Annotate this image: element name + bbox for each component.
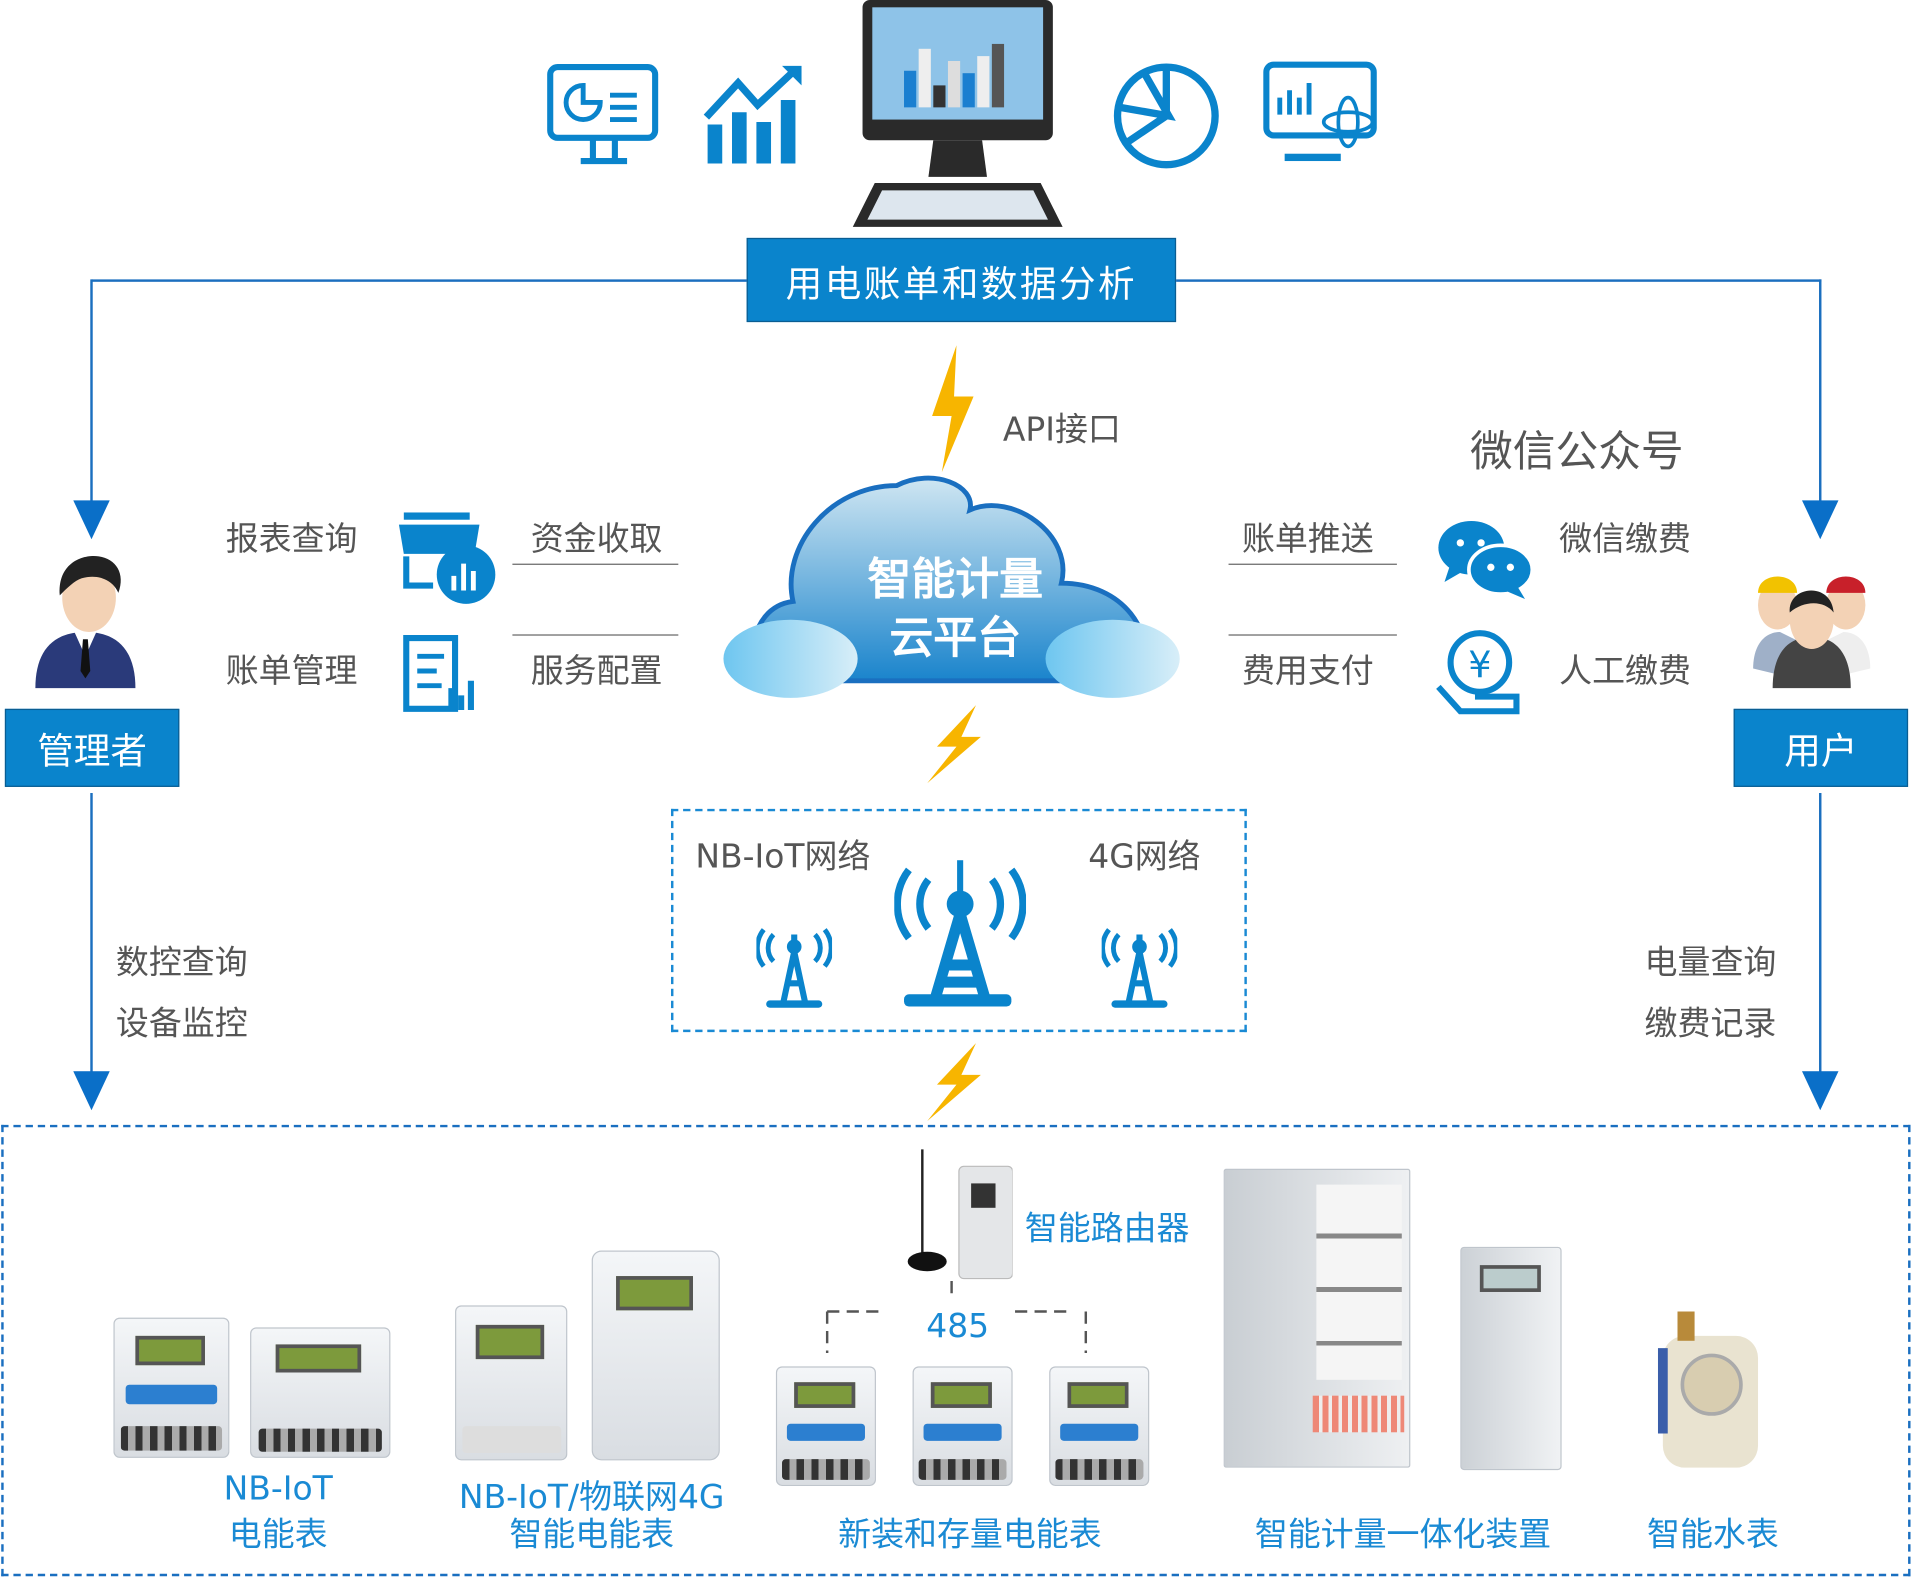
nb-iot-meter-image: [113, 1317, 230, 1458]
admin-side-monitor: 设备监控: [115, 1005, 248, 1044]
4g-meter-label-1: NB-IoT/物联网4G: [458, 1478, 725, 1517]
4g-network-label: 4G网络: [1088, 838, 1201, 876]
485-bus-lines: [825, 1281, 1088, 1353]
analytics-screen-icon: [1263, 61, 1377, 162]
connector-right-down: [1819, 279, 1822, 506]
485-label: 485: [926, 1307, 990, 1346]
small-tower-icon: [756, 928, 833, 1008]
connector-admin-devices: [90, 793, 93, 1077]
store-chart-icon: [398, 512, 496, 604]
legacy-meter-label: 新装和存量电能表: [838, 1516, 1102, 1555]
feature-report-query: 报表查询: [225, 520, 358, 559]
users-avatar: [1753, 576, 1871, 689]
wechat-icon: [1438, 520, 1535, 600]
cloud-title-line1: 智能计量: [867, 555, 1044, 606]
lightning-icon: [932, 345, 974, 473]
divider: [1228, 634, 1397, 636]
divider: [512, 563, 679, 565]
4g-meter-image: [591, 1250, 720, 1461]
devices-box: [1, 1124, 1911, 1577]
arrow-down-icon: [1801, 1071, 1839, 1111]
connector-user-devices: [1819, 793, 1822, 1077]
integrated-device-image: [1460, 1246, 1562, 1471]
feature-bill-push: 账单推送: [1241, 520, 1374, 559]
admin-side-query: 数控查询: [115, 944, 248, 983]
cloud-title-line2: 云平台: [889, 613, 1022, 664]
nb-iot-meter-label-2: 电能表: [228, 1516, 328, 1555]
arrow-down-icon: [1801, 500, 1839, 540]
user-side-query: 电量查询: [1644, 944, 1777, 983]
smart-router-label: 智能路由器: [1024, 1210, 1190, 1249]
divider: [1228, 563, 1397, 565]
lightning-icon: [927, 1043, 981, 1122]
feature-bill-management: 账单管理: [225, 652, 358, 691]
nb-iot-meter-label-1: NB-IoT: [223, 1470, 333, 1508]
admin-avatar: [35, 555, 136, 689]
4g-meter-image: [455, 1305, 568, 1461]
water-meter-image: [1657, 1311, 1759, 1468]
integrated-device-label: 智能计量一体化装置: [1254, 1516, 1552, 1555]
svg-text:¥: ¥: [1468, 643, 1491, 686]
arrow-down-icon: [73, 500, 110, 540]
legacy-meter-image: [1049, 1366, 1150, 1486]
small-tower-icon: [1101, 928, 1178, 1008]
yen-hand-icon: ¥: [1436, 630, 1520, 715]
feature-wechat-payment: 微信缴费: [1559, 520, 1691, 559]
smart-router-image: [907, 1149, 1013, 1280]
legacy-meter-image: [912, 1366, 1013, 1486]
arrow-down-icon: [73, 1071, 110, 1111]
api-label: API接口: [1002, 411, 1121, 449]
user-side-records: 缴费记录: [1644, 1005, 1777, 1044]
water-meter-label: 智能水表: [1647, 1516, 1779, 1555]
bill-document-icon: [403, 635, 474, 712]
integrated-device-image: [1223, 1168, 1411, 1468]
wechat-public-label: 微信公众号: [1470, 428, 1684, 478]
admin-label: 管理者: [4, 708, 180, 787]
connector-left: [91, 279, 747, 282]
large-tower-icon: [894, 860, 1027, 1007]
4g-meter-label-2: 智能电能表: [509, 1516, 675, 1555]
growth-chart-icon: [703, 65, 802, 164]
nb-iot-network-label: NB-IoT网络: [695, 838, 871, 876]
lightning-icon: [927, 705, 981, 784]
cloud-icon: [723, 475, 1180, 698]
computer-monitor-icon: [852, 0, 1063, 227]
legacy-meter-image: [775, 1366, 876, 1486]
user-label: 用户: [1733, 708, 1909, 787]
pie-chart-icon: [1113, 63, 1219, 169]
feature-service-config: 服务配置: [530, 652, 663, 691]
network-box: [671, 808, 1247, 1033]
presentation-icon: [547, 64, 659, 165]
nb-iot-meter-image: [250, 1327, 391, 1458]
feature-manual-payment: 人工缴费: [1559, 652, 1691, 691]
divider: [512, 634, 679, 636]
connector-right: [1176, 279, 1822, 282]
title-box: 用电账单和数据分析: [746, 237, 1177, 323]
feature-fund-collection: 资金收取: [530, 520, 663, 559]
connector-left-down: [90, 279, 93, 506]
feature-fee-payment: 费用支付: [1241, 652, 1374, 691]
